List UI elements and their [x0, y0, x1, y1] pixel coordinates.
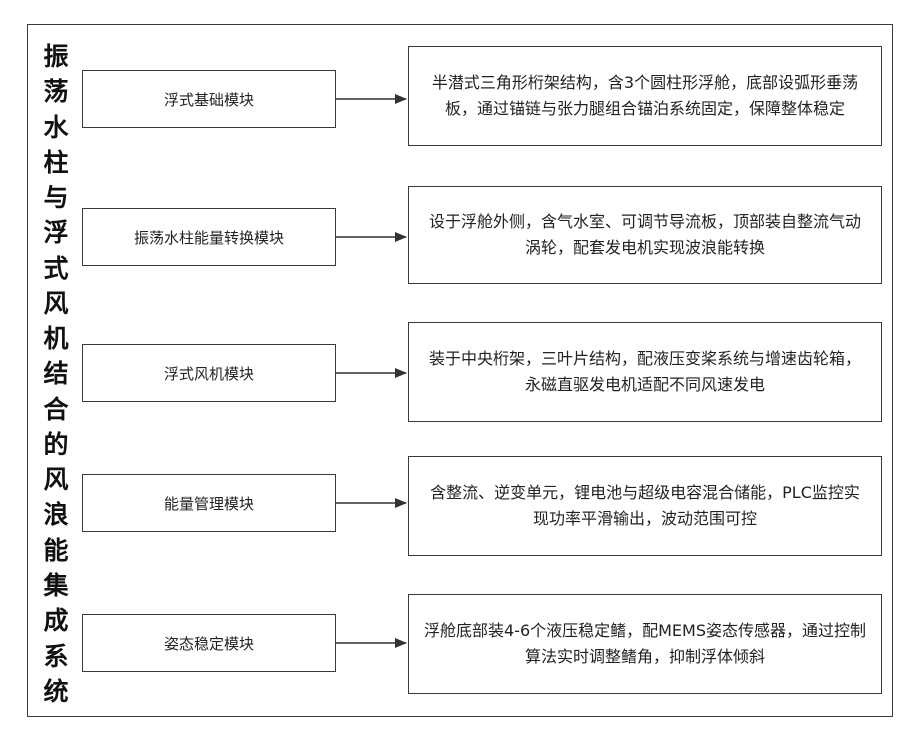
- connector-arrows: [0, 0, 917, 747]
